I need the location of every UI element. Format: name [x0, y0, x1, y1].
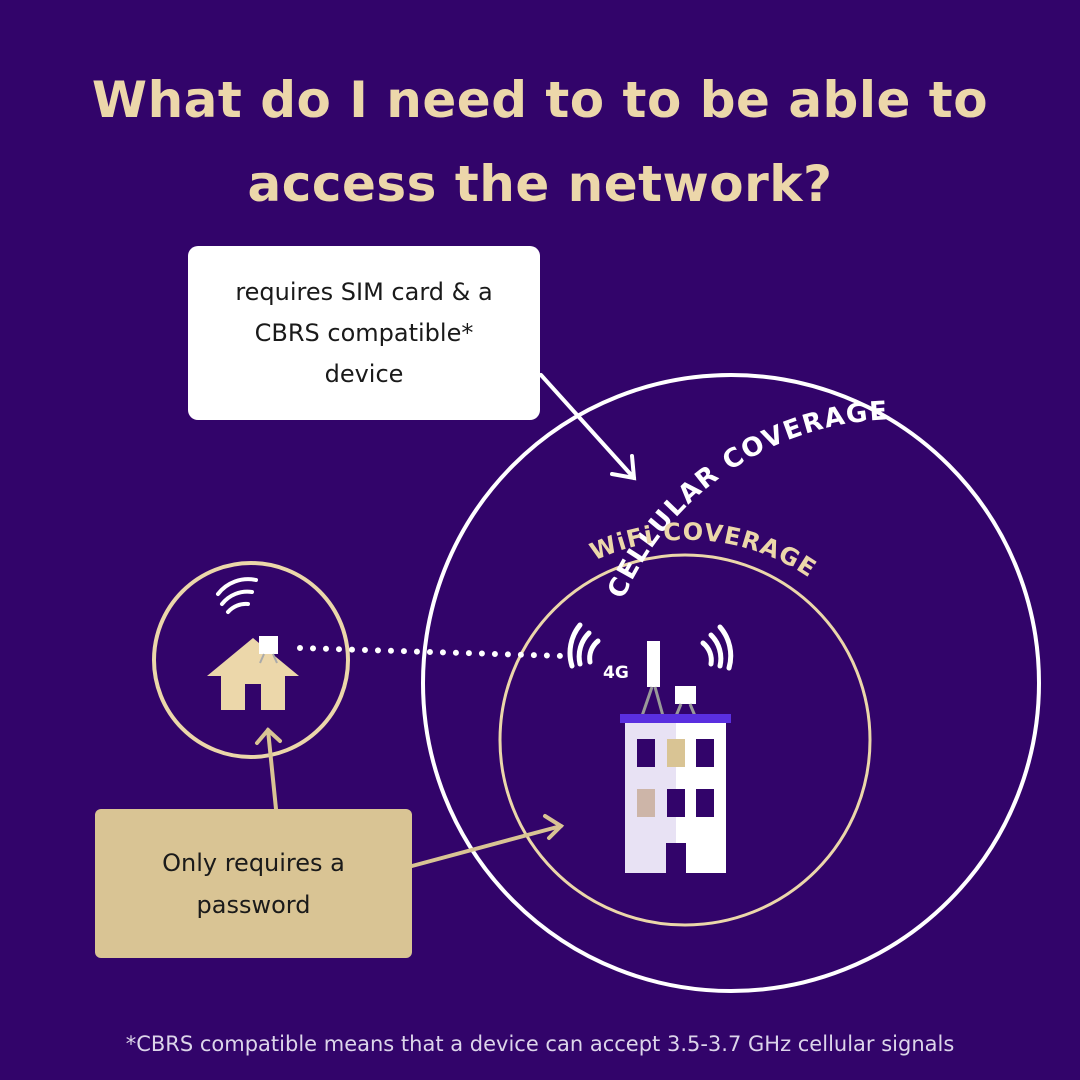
- cellular-coverage-circle: [421, 373, 1041, 993]
- wifi-callout-arrow: [410, 814, 565, 868]
- home-callout-arrow: [255, 727, 282, 811]
- cell-signal-icon: [567, 622, 734, 671]
- page-title: What do I need to to be able to access t…: [0, 58, 1080, 226]
- home-circle: [152, 561, 350, 759]
- 4g-label: 4G: [603, 663, 629, 683]
- wifi-coverage-circle: [498, 553, 872, 927]
- wifi-callout-box: Only requires a password: [95, 809, 412, 958]
- cellular-callout-text: requires SIM card & a CBRS compatible* d…: [235, 277, 493, 388]
- footnote: *CBRS compatible means that a device can…: [125, 1032, 955, 1056]
- cellular-coverage-label: CELLULAR COVERAGE: [602, 396, 889, 603]
- title-line-1: What do I need to to be able to: [91, 71, 989, 129]
- building-icon: [620, 641, 731, 873]
- antenna-icon: [259, 636, 278, 664]
- title-line-2: access the network?: [247, 155, 833, 213]
- house-icon: [207, 638, 299, 710]
- wifi-signal-icon: [216, 577, 258, 614]
- wifi-callout-text: Only requires a password: [162, 848, 345, 919]
- cellular-callout-box: requires SIM card & a CBRS compatible* d…: [188, 246, 540, 420]
- cellular-callout-arrow: [539, 373, 637, 481]
- dotted-link: [297, 645, 565, 659]
